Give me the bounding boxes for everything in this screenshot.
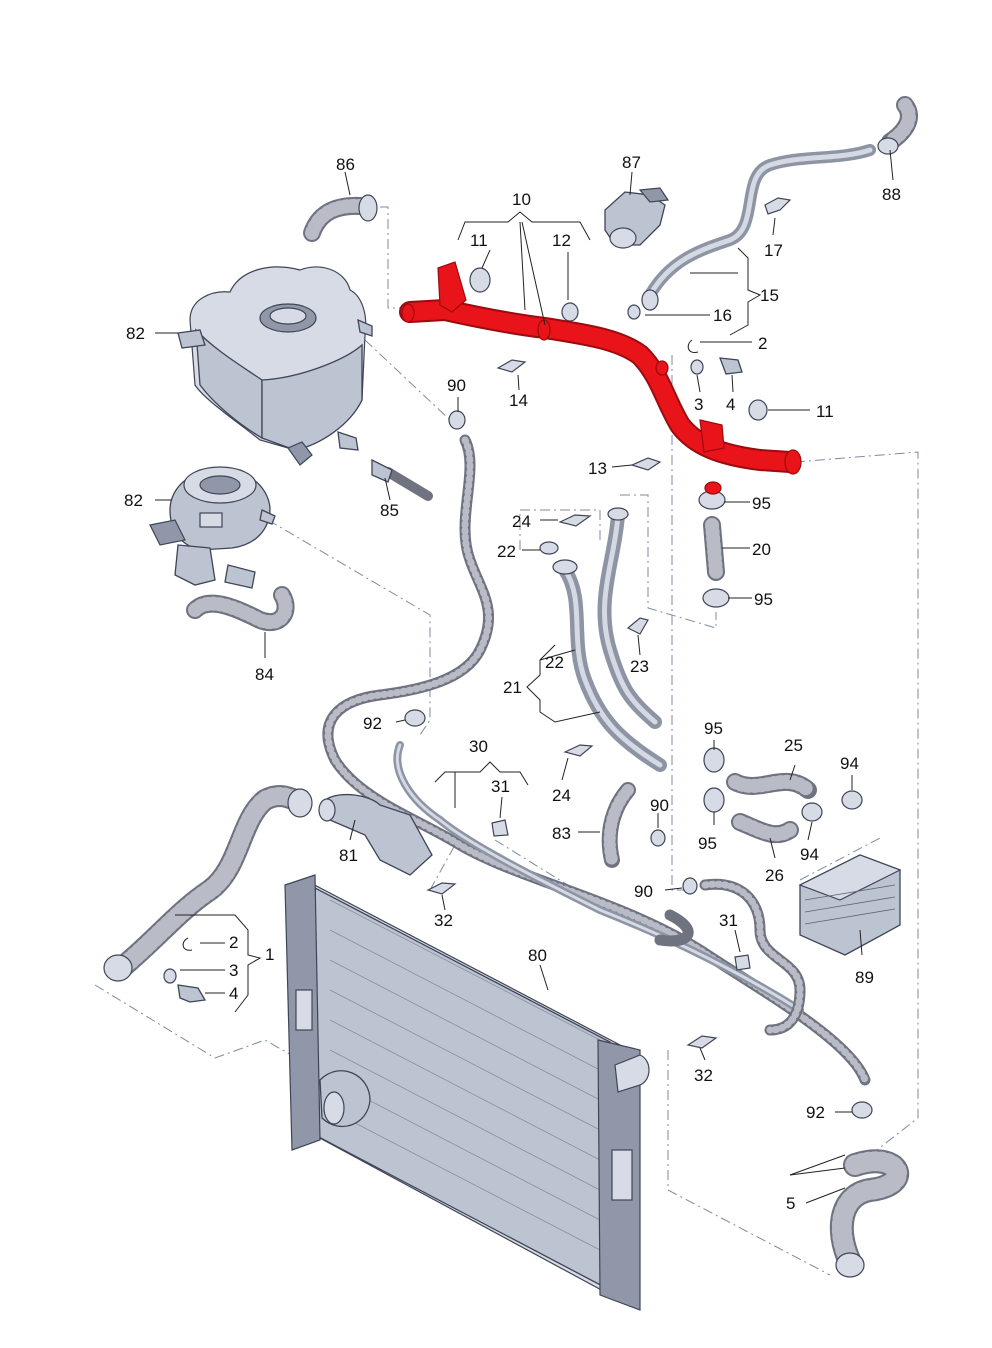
callout-15: 15 (760, 286, 779, 305)
callout-94-top: 94 (840, 754, 859, 773)
callout-26: 26 (765, 866, 784, 885)
callout-4-top: 4 (726, 395, 735, 414)
callout-82-top: 82 (126, 324, 145, 343)
callout-90-mid: 90 (650, 796, 669, 815)
radiator-80[interactable] (284, 874, 650, 1311)
callout-95-a: 95 (752, 494, 771, 513)
callout-89: 89 (855, 968, 874, 987)
callout-11-top: 11 (470, 231, 488, 250)
callout-90-top: 90 (447, 376, 466, 395)
callout-94-lower: 94 (800, 845, 819, 864)
callout-87: 87 (622, 153, 641, 172)
callout-92-left: 92 (363, 714, 382, 733)
leader-lines (155, 149, 894, 1204)
callout-10: 10 (512, 190, 531, 209)
callout-22-mid: 22 (545, 653, 564, 672)
callout-83: 83 (552, 824, 571, 843)
callout-24-top: 24 (512, 512, 531, 531)
callout-13: 13 (588, 459, 607, 478)
callout-24-lower: 24 (552, 786, 571, 805)
callout-95-c: 95 (704, 719, 723, 738)
callout-17: 17 (764, 241, 783, 260)
coolant-pipe-10-highlighted[interactable] (399, 261, 802, 495)
callout-3-top: 3 (694, 395, 703, 414)
callout-14: 14 (509, 391, 528, 410)
callout-20: 20 (752, 540, 771, 559)
callout-92-right: 92 (806, 1103, 825, 1122)
callout-86: 86 (336, 155, 355, 174)
callout-31-right: 31 (719, 911, 738, 930)
callout-16: 16 (713, 306, 732, 325)
callout-2-top: 2 (758, 334, 767, 353)
callout-4-left: 4 (229, 984, 238, 1003)
callout-95-d: 95 (698, 834, 717, 853)
callout-2-left: 2 (229, 933, 238, 952)
callout-84: 84 (255, 665, 274, 684)
callout-30: 30 (469, 737, 488, 756)
callout-81: 81 (339, 846, 358, 865)
callout-21: 21 (503, 678, 522, 697)
callout-82-lower: 82 (124, 491, 143, 510)
callout-labels: 86 10 87 88 11 12 17 15 16 82 2 90 14 3 … (124, 153, 901, 1213)
callout-22-top: 22 (497, 542, 516, 561)
callout-90-low: 90 (634, 882, 653, 901)
callout-32-right: 32 (694, 1066, 713, 1085)
callout-88: 88 (882, 185, 901, 204)
callout-85: 85 (380, 501, 399, 520)
callout-31-left: 31 (491, 777, 510, 796)
short-hoses[interactable] (186, 96, 918, 1278)
callout-23: 23 (630, 657, 649, 676)
callout-25: 25 (784, 736, 803, 755)
callout-3-left: 3 (229, 961, 238, 980)
long-hoses[interactable] (103, 144, 876, 1086)
small-components[interactable] (163, 187, 902, 1119)
callout-5: 5 (786, 1194, 795, 1213)
callout-12: 12 (552, 231, 571, 250)
callout-32-left: 32 (434, 911, 453, 930)
callout-11-right: 11 (816, 402, 834, 421)
callout-1: 1 (265, 945, 274, 964)
callout-95-b: 95 (754, 590, 773, 609)
expansion-tank-82[interactable] (177, 266, 373, 466)
expansion-tank-variant-82[interactable] (149, 466, 276, 589)
callout-80: 80 (528, 946, 547, 965)
